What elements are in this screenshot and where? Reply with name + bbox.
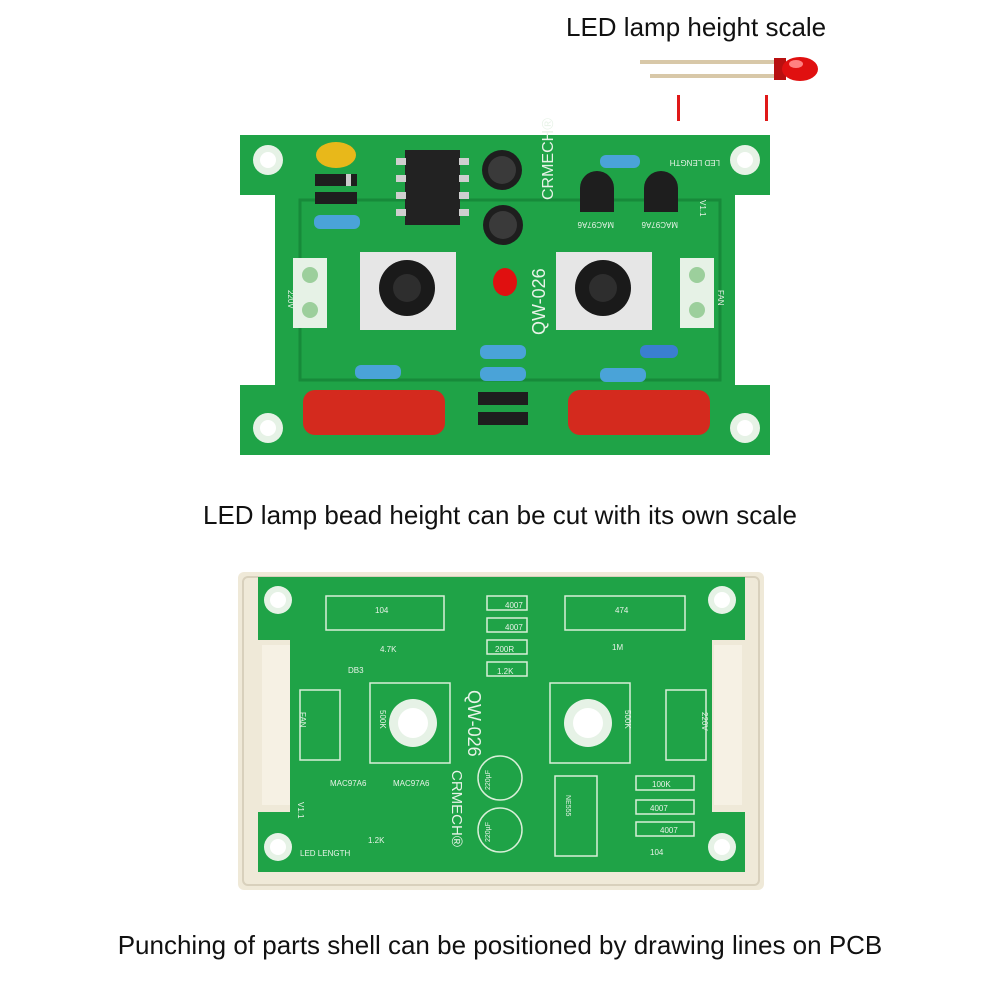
svg-text:FAN: FAN	[716, 290, 725, 306]
model-text-bottom: QW-026	[464, 690, 484, 757]
svg-text:4007: 4007	[505, 601, 523, 610]
svg-text:1M: 1M	[612, 643, 623, 652]
caption-led-height-scale: LED lamp height scale	[566, 12, 827, 42]
brand-text-bottom: CRMECH®	[448, 770, 465, 847]
svg-text:220µF: 220µF	[485, 822, 492, 842]
svg-text:500K: 500K	[378, 710, 387, 729]
caption-led-bead-cut: LED lamp bead height can be cut with its…	[202, 500, 797, 530]
svg-text:200R: 200R	[495, 645, 514, 654]
svg-text:220µF: 220µF	[485, 770, 492, 790]
svg-text:220V: 220V	[700, 712, 709, 731]
svg-text:LED LENGTH: LED LENGTH	[670, 158, 720, 167]
led-scale-illustration	[640, 57, 818, 121]
populated-pcb: CRMECH® QW-026 MAC97A6 MAC97A6 LED LENGT…	[240, 118, 770, 455]
svg-text:104: 104	[375, 606, 389, 615]
caption-punching-positioning: Punching of parts shell can be positione…	[117, 930, 883, 960]
svg-text:NE555: NE555	[564, 795, 571, 817]
svg-text:MAC97A6: MAC97A6	[577, 220, 614, 229]
bare-pcb: 104 4007 4007 200R 1.2K 474 1M 4.7K DB3 …	[238, 572, 764, 890]
model-text-top: QW-026	[529, 268, 549, 335]
svg-text:4.7K: 4.7K	[380, 645, 397, 654]
svg-text:MAC97A6: MAC97A6	[393, 779, 430, 788]
svg-text:474: 474	[615, 606, 629, 615]
svg-text:DB3: DB3	[348, 666, 364, 675]
svg-text:100K: 100K	[652, 780, 671, 789]
svg-text:4007: 4007	[505, 623, 523, 632]
led-icon	[782, 57, 818, 81]
svg-text:104: 104	[650, 848, 664, 857]
svg-text:220V: 220V	[286, 290, 295, 309]
brand-text-top: CRMECH®	[540, 118, 557, 200]
svg-text:LED LENGTH: LED LENGTH	[300, 849, 350, 858]
svg-text:V1.1: V1.1	[296, 802, 305, 819]
svg-text:FAN: FAN	[298, 712, 307, 728]
svg-text:MAC97A6: MAC97A6	[330, 779, 367, 788]
svg-text:4007: 4007	[650, 804, 668, 813]
svg-text:MAC97A6: MAC97A6	[641, 220, 678, 229]
svg-text:V1.1: V1.1	[698, 200, 707, 217]
svg-text:500K: 500K	[623, 710, 632, 729]
svg-text:4007: 4007	[660, 826, 678, 835]
svg-text:1.2K: 1.2K	[368, 836, 385, 845]
svg-text:1.2K: 1.2K	[497, 667, 514, 676]
